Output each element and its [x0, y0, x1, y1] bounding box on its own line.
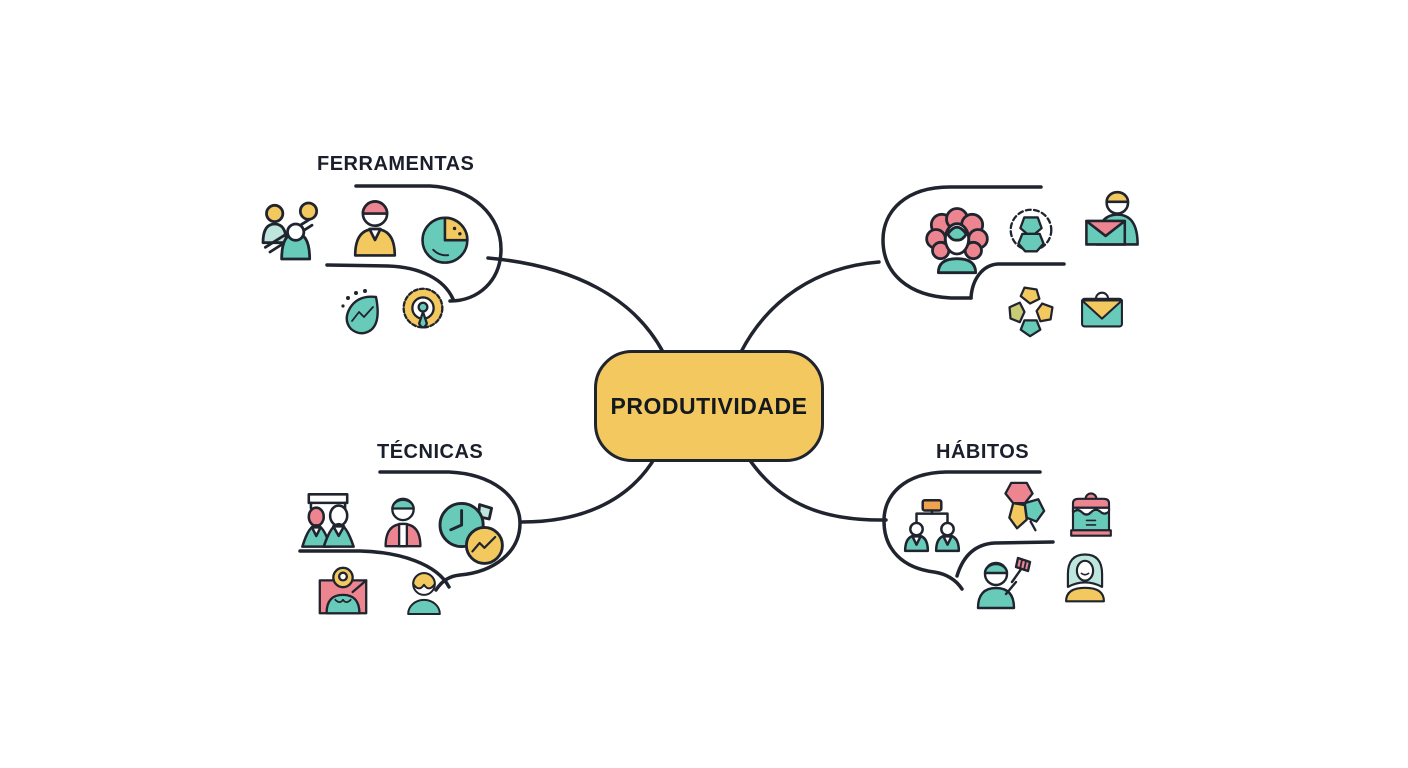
- branch-label-habitos[interactable]: HÁBITOS: [936, 441, 1030, 463]
- person-with-flag-icon: [972, 552, 1032, 612]
- people-with-banner-icon: [296, 489, 360, 553]
- connector-center-to-top-right: [739, 260, 881, 354]
- person-with-envelope-icon: [1080, 189, 1144, 253]
- habitos-inner-curve: [955, 540, 1055, 578]
- tecnicas-inner-curve: [298, 549, 451, 589]
- habitos-outer-curve: [882, 470, 1042, 591]
- framed-portrait-icon: [314, 563, 372, 621]
- mind-gear-icon: [1002, 202, 1060, 260]
- pinwheel-shapes-icon: [1003, 283, 1059, 339]
- connector-center-to-tecnicas: [520, 454, 658, 524]
- growth-sprout-icon: [330, 281, 390, 341]
- open-briefcase-icon: [1064, 488, 1118, 542]
- target-badge-icon: [394, 281, 452, 339]
- shape-cluster-icon: [990, 479, 1048, 537]
- tecnicas-outer-curve: [378, 470, 522, 592]
- ferramentas-inner-curve: [325, 263, 455, 301]
- connector-center-to-habitos: [745, 454, 888, 522]
- ferramentas-outer-curve: [354, 184, 503, 303]
- top-right-inner-curve: [969, 262, 1066, 300]
- curly-hair-woman-icon: [922, 205, 992, 275]
- branch-label-ferramentas[interactable]: FERRAMENTAS: [317, 153, 475, 175]
- pie-chart-icon: [414, 205, 478, 269]
- person-speaker-icon: [342, 196, 408, 262]
- collaboration-people-icon: [256, 196, 326, 266]
- clock-with-chart-icon: [434, 495, 506, 567]
- briefcase-icon: [1076, 284, 1128, 336]
- connector-center-to-ferramentas: [486, 256, 665, 354]
- person-avatar-icon: [399, 569, 449, 619]
- branch-label-tecnicas[interactable]: TÉCNICAS: [377, 441, 484, 463]
- top-right-outer-curve: [881, 185, 1043, 300]
- person-cap-icon: [374, 494, 432, 552]
- hooded-person-icon: [1058, 550, 1112, 604]
- center-node-produtividade[interactable]: PRODUTIVIDADE: [594, 350, 824, 462]
- org-chart-people-icon: [901, 494, 963, 556]
